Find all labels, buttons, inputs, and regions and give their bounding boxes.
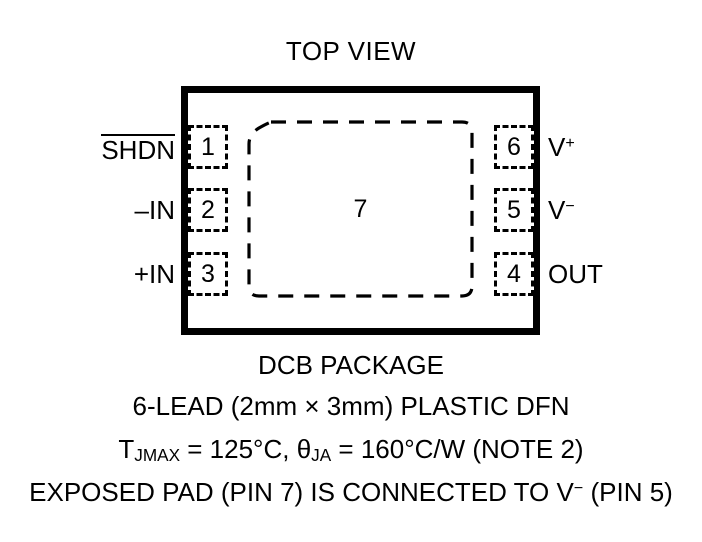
pin-label-vplus-base: V: [548, 132, 566, 162]
pin-label-out: OUT: [548, 259, 603, 289]
pin-pad-2[interactable]: 2: [188, 188, 228, 232]
theta-ja-symbol: θ: [296, 434, 312, 464]
pin-pad-3[interactable]: 3: [188, 252, 228, 296]
exposed-pad-number: 7: [353, 194, 368, 223]
page-title: TOP VIEW: [285, 36, 417, 66]
pin-pad-6[interactable]: 6: [494, 125, 534, 169]
pin-label-vminus: V−: [548, 197, 575, 223]
caption-package-name: DCB PACKAGE: [258, 350, 444, 380]
pin-label-vplus: V+: [548, 134, 575, 160]
caption-lead-description: 6-LEAD (2mm × 3mm) PLASTIC DFN: [132, 391, 570, 421]
pin-pad-5[interactable]: 5: [494, 188, 534, 232]
pin-label-shdn-text: SHDN: [101, 134, 175, 165]
exposed-pad-note-sign: −: [573, 478, 584, 497]
exposed-pad-note-pre: EXPOSED PAD (PIN 7) IS CONNECTED TO V: [29, 477, 574, 507]
pin-label-plus-in: +IN: [133, 259, 175, 289]
pin-label-shdn: SHDN: [101, 134, 175, 163]
pin-label-vminus-sign: −: [565, 196, 575, 215]
caption-thermal-specs: TJMAX = 125°C, θJA = 160°C/W (NOTE 2): [0, 434, 702, 466]
theta-ja-subscript: JA: [311, 445, 332, 466]
tjmax-value: = 125°C,: [180, 434, 297, 464]
exposed-pad-outline: 7: [247, 120, 474, 298]
package-outline: [181, 86, 540, 335]
caption-block: DCB PACKAGE 6-LEAD (2mm × 3mm) PLASTIC D…: [0, 352, 702, 505]
pin-label-vminus-base: V: [548, 195, 566, 225]
pin-label-vplus-sign: +: [565, 133, 575, 152]
pin-pad-4[interactable]: 4: [494, 252, 534, 296]
exposed-pad-note-post: (PIN 5): [583, 477, 673, 507]
exposed-pad-dashed-path: [247, 120, 474, 298]
pin-pad-1[interactable]: 1: [188, 125, 228, 169]
theta-ja-value: = 160°C/W (NOTE 2): [331, 434, 584, 464]
tjmax-symbol: T: [118, 434, 135, 464]
tjmax-subscript: JMAX: [134, 445, 181, 466]
pin-label-minus-in: –IN: [134, 195, 175, 225]
caption-exposed-pad-note: EXPOSED PAD (PIN 7) IS CONNECTED TO V− (…: [0, 479, 702, 505]
